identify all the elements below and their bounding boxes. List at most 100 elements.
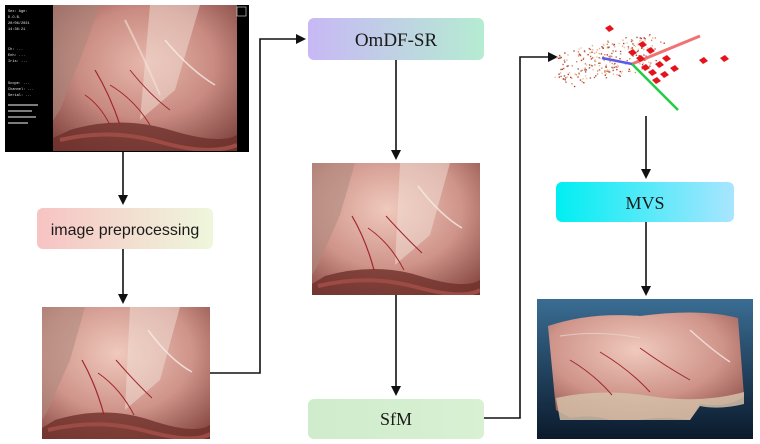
point-cloud-point: [599, 48, 600, 49]
point-cloud-point: [649, 63, 650, 64]
point-cloud-point: [601, 53, 602, 54]
point-cloud-point: [605, 75, 606, 76]
point-cloud-point: [604, 71, 605, 72]
point-cloud-point: [562, 69, 563, 70]
point-cloud-point: [601, 67, 602, 68]
overlay-text-line: Ch: ...: [8, 47, 23, 52]
point-cloud-point: [583, 82, 584, 83]
point-cloud-point: [608, 70, 609, 71]
point-cloud-point: [615, 51, 616, 52]
camera-pose-marker: [605, 25, 614, 32]
point-cloud-point: [578, 55, 579, 56]
point-cloud-point: [652, 45, 653, 46]
point-cloud-point: [616, 56, 617, 57]
point-cloud-point: [596, 52, 597, 53]
omdf-sr-label: OmDF-SR: [355, 30, 438, 51]
point-cloud-point: [603, 45, 604, 46]
point-cloud-point: [622, 46, 623, 47]
point-cloud-point: [599, 65, 600, 66]
overlay-text-line: Scope: ...: [8, 82, 30, 86]
point-cloud-point: [565, 77, 566, 78]
point-cloud-point: [606, 70, 607, 71]
point-cloud-point: [589, 67, 590, 68]
point-cloud-point: [612, 63, 613, 64]
image-preprocessing-label: image preprocessing: [51, 222, 200, 239]
overlay-text-line: D.O.B.: [8, 16, 21, 20]
point-cloud-point: [586, 69, 587, 70]
point-cloud-point: [644, 37, 645, 38]
point-cloud-point: [656, 60, 657, 61]
point-cloud-point: [642, 64, 643, 65]
point-cloud-point: [559, 76, 560, 77]
point-cloud-point: [643, 54, 644, 55]
point-cloud-point: [564, 61, 565, 62]
point-cloud-point: [631, 41, 632, 42]
point-cloud-point: [620, 51, 621, 52]
point-cloud-point: [648, 62, 649, 63]
point-cloud-point: [620, 71, 621, 72]
point-cloud-point: [613, 70, 614, 71]
point-cloud-point: [561, 57, 562, 58]
point-cloud-point: [571, 77, 572, 78]
point-cloud-point: [628, 48, 629, 49]
point-cloud-point: [589, 64, 590, 65]
point-cloud-point: [594, 64, 595, 65]
point-cloud-point: [617, 67, 618, 68]
point-cloud-point: [582, 78, 583, 79]
point-cloud-point: [614, 46, 615, 47]
point-cloud-point: [606, 64, 607, 65]
camera-poses: [605, 25, 729, 84]
point-cloud-point: [565, 79, 566, 80]
point-cloud-point: [604, 54, 605, 55]
point-cloud-point: [569, 72, 570, 73]
point-cloud-point: [597, 73, 598, 74]
camera-pose-marker: [655, 61, 664, 68]
point-cloud-point: [608, 71, 609, 72]
point-cloud-point: [567, 54, 568, 55]
point-cloud-point: [581, 60, 582, 61]
point-cloud-point: [636, 55, 637, 56]
point-cloud-point: [564, 75, 565, 76]
point-cloud-point: [621, 72, 622, 73]
point-cloud-point: [565, 81, 566, 82]
point-cloud-point: [612, 43, 613, 44]
point-cloud-point: [585, 63, 586, 64]
point-cloud-point: [597, 70, 598, 71]
point-cloud-point: [584, 69, 585, 70]
point-cloud-point: [586, 78, 587, 79]
point-cloud-point: [660, 41, 661, 42]
point-cloud-point: [613, 74, 614, 75]
point-cloud-point: [651, 40, 652, 41]
point-cloud-point: [595, 59, 596, 60]
point-cloud-point: [558, 58, 559, 59]
image-preprocessing-node: image preprocessing: [37, 208, 213, 249]
point-cloud-point: [589, 48, 590, 49]
point-cloud-point: [611, 56, 612, 57]
camera-axis-y: [632, 64, 678, 110]
preprocessed-frame: [42, 307, 210, 439]
point-cloud-point: [589, 52, 590, 53]
overlay-text-line: 20/06/2021: [8, 21, 30, 26]
camera-pose-marker: [648, 69, 657, 76]
point-cloud-point: [618, 43, 619, 44]
point-cloud-point: [615, 66, 616, 67]
point-cloud-point: [594, 77, 595, 78]
point-cloud-point: [631, 39, 632, 40]
point-cloud-point: [556, 57, 557, 58]
point-cloud-point: [564, 60, 565, 61]
point-cloud-point: [611, 53, 612, 54]
point-cloud-point: [582, 81, 583, 82]
point-cloud-point: [608, 47, 609, 48]
camera-pose-marker: [660, 71, 669, 78]
mvs-node: MVS: [556, 182, 734, 222]
point-cloud-point: [562, 64, 563, 65]
point-cloud-point: [599, 63, 600, 64]
point-cloud-point: [585, 68, 586, 69]
point-cloud-point: [592, 49, 593, 50]
point-cloud-point: [616, 69, 617, 70]
point-cloud-point: [571, 83, 572, 84]
point-cloud-point: [607, 44, 608, 45]
point-cloud-point: [582, 70, 583, 71]
point-cloud-point: [652, 37, 653, 38]
point-cloud-point: [629, 69, 630, 70]
